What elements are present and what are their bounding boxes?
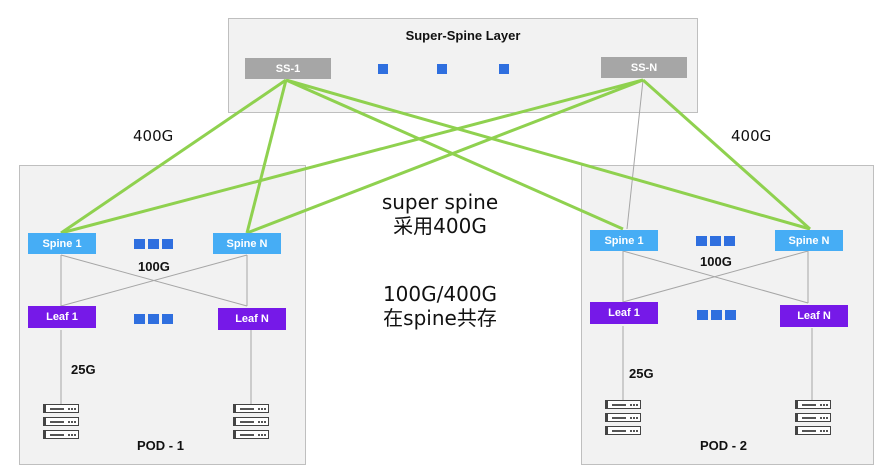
server-rack-icon [43,404,81,442]
uplink-ss1-pod2-spineN [285,78,811,231]
uplink-ssN-pod2-spineN [642,78,811,231]
pod2-spine-1[interactable]: Spine 1 [590,230,658,251]
pod1-spine-leaf-speed: 100G [138,259,170,274]
uplink-speed-right: 400G [731,127,772,145]
ellipsis-square [710,236,721,246]
server-rack-icon [605,400,643,439]
pod1-spine-n[interactable]: Spine N [213,233,281,254]
ellipsis-square [162,239,173,249]
ellipsis-square [437,64,447,74]
ellipsis-square [134,239,145,249]
ellipsis-square [148,239,159,249]
ellipsis-square [725,310,736,320]
link-pod1-spineN-leaf1 [60,254,248,307]
uplink-ss1-pod2-spine1 [285,78,624,231]
pod2-leaf-n[interactable]: Leaf N [780,305,848,327]
pod1-name: POD - 1 [137,438,184,453]
super-spine-node-ss-n[interactable]: SS-N [601,57,687,78]
uplink-ssN-pod1-spine1 [60,78,644,235]
pod2-spine-leaf-speed: 100G [700,254,732,269]
annotation-line-2: 采用400G [393,214,487,238]
pod2-name: POD - 2 [700,438,747,453]
ellipsis-square [724,236,735,246]
uplink-ss1-pod1-spineN [245,79,288,234]
ellipsis-square [697,310,708,320]
annotation-line-1: super spine [381,190,499,214]
pod2-spine-n[interactable]: Spine N [775,230,843,251]
pod1-spine-1[interactable]: Spine 1 [28,233,96,254]
ellipsis-square [162,314,173,324]
super-spine-layer-title: Super-Spine Layer [405,28,521,43]
pod2-server-speed: 25G [629,366,654,381]
server-rack-icon [795,400,833,439]
pod1-leaf-1[interactable]: Leaf 1 [28,306,96,328]
link-pod2-spineN-leaf1 [622,250,809,303]
annotation-coexist: 100G/400G 在spine共存 [350,282,530,330]
uplink-ssN-pod1-spineN [246,78,644,235]
ellipsis-square [148,314,159,324]
uplink-ss1-pod1-spine1 [60,78,287,235]
annotation-super-spine: super spine 采用400G [350,190,530,238]
pod1-server-speed: 25G [71,362,96,377]
ellipsis-square [134,314,145,324]
uplink-speed-left: 400G [133,127,174,145]
annotation-line-4: 在spine共存 [383,306,497,330]
super-spine-node-ss-1[interactable]: SS-1 [245,58,331,79]
server-rack-icon [233,404,271,442]
link-ssN-pod2-spine1-thin [626,79,644,230]
ellipsis-square [499,64,509,74]
annotation-line-3: 100G/400G [382,282,498,306]
ellipsis-square [711,310,722,320]
ellipsis-square [696,236,707,246]
pod1-leaf-n[interactable]: Leaf N [218,308,286,330]
ellipsis-square [378,64,388,74]
pod2-leaf-1[interactable]: Leaf 1 [590,302,658,324]
